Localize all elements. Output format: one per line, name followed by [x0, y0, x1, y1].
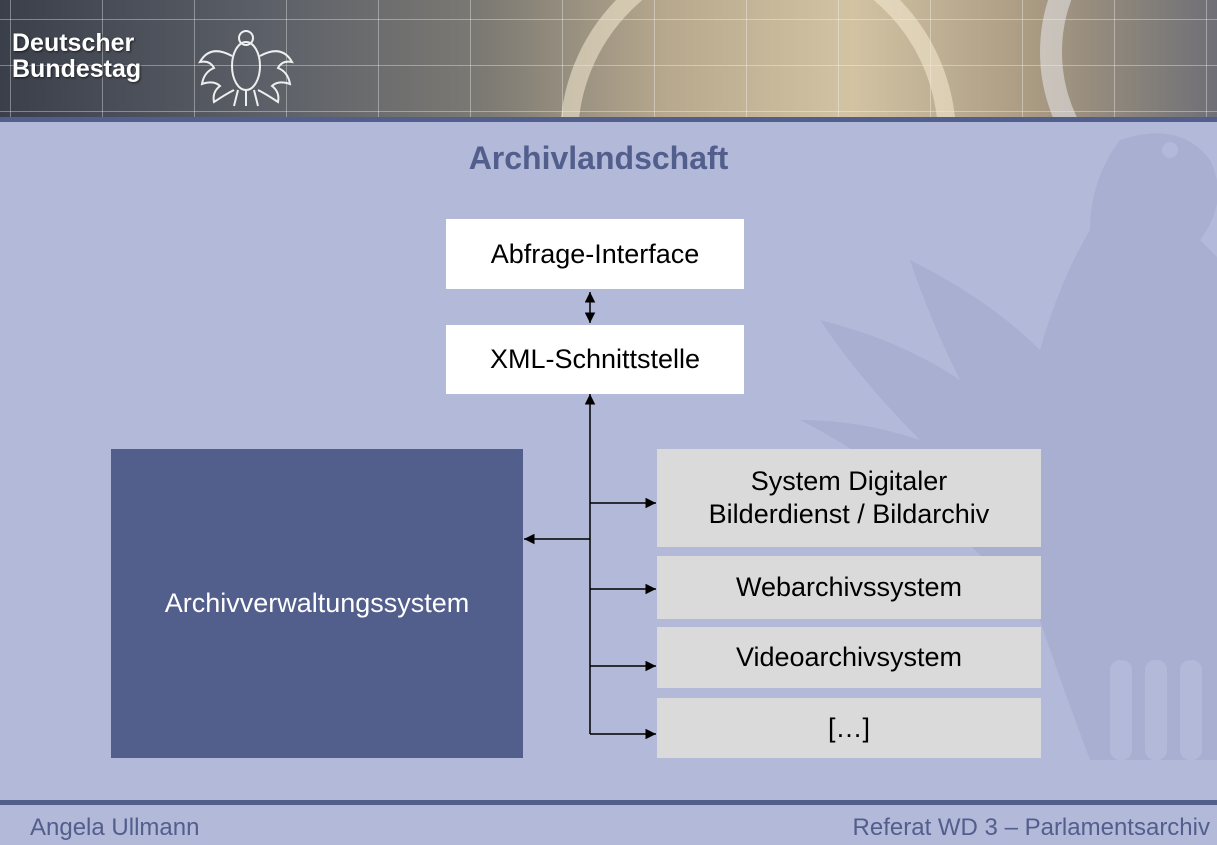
- node-more: […]: [657, 698, 1041, 758]
- footer-department: Referat WD 3 – Parlamentsarchiv: [852, 814, 1210, 841]
- federal-eagle-icon: [198, 30, 294, 107]
- header-divider: [0, 117, 1217, 122]
- node-system-digitaler-bilderdienst: System Digitaler Bilderdienst / Bildarch…: [657, 449, 1041, 547]
- node-abfrage-interface: Abfrage-Interface: [446, 219, 744, 289]
- page-title: Archivlandschaft: [468, 140, 729, 176]
- header-photo-arch-right: [1040, 0, 1217, 122]
- header-banner: Deutscher Bundestag: [0, 0, 1217, 122]
- node-webarchivssystem: Webarchivssystem: [657, 556, 1041, 619]
- node-videoarchivsystem: Videoarchivsystem: [657, 627, 1041, 688]
- footer-author: Angela Ullmann: [30, 814, 200, 841]
- federal-eagle-watermark: [800, 133, 1217, 760]
- node-xml-schnittstelle: XML-Schnittstelle: [446, 325, 744, 394]
- node-archivverwaltungssystem: Archivverwaltungssystem: [111, 449, 523, 758]
- brand-wordmark: Deutscher Bundestag: [12, 29, 142, 83]
- footer-divider: [0, 800, 1217, 805]
